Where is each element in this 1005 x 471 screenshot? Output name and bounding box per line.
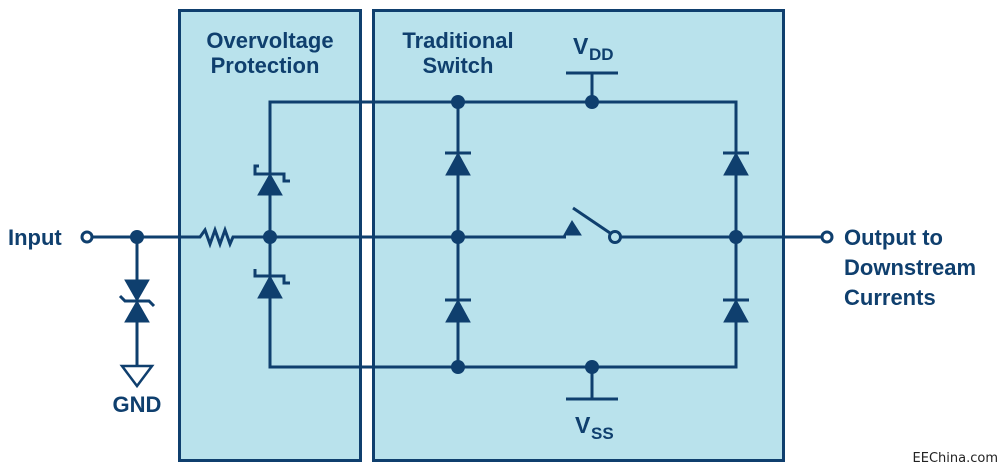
diode-right-upper xyxy=(723,151,749,176)
watermark: EEChina.com xyxy=(913,451,998,466)
switch-pivot xyxy=(608,230,622,244)
ovp-zener-top-bar xyxy=(253,169,290,183)
output-terminal xyxy=(820,230,834,244)
ovp-title-line2: Protection xyxy=(211,53,320,78)
resistor xyxy=(197,225,236,249)
ovp-title-line1: Overvoltage xyxy=(206,28,333,53)
switch-arm xyxy=(572,206,611,235)
vss-label-main: V xyxy=(575,412,591,438)
vss-label-sub: SS xyxy=(591,424,614,443)
diode-right-lower xyxy=(723,298,749,323)
ovp-zener-bottom-bar xyxy=(253,269,290,285)
vdd-label-main: V xyxy=(573,33,589,59)
tvs-diode-lower xyxy=(124,299,150,323)
tvs-diode-upper xyxy=(124,279,150,303)
switch-contact xyxy=(563,220,582,236)
switch-title-line1: Traditional xyxy=(402,28,513,53)
diode-left-lower xyxy=(445,298,471,323)
junction-vdd xyxy=(585,95,599,109)
junction-left-bottom xyxy=(451,360,465,374)
gnd-label: GND xyxy=(113,392,162,417)
junction-input-node xyxy=(130,230,144,244)
diode-left-upper xyxy=(445,151,471,176)
ovp-zener-top xyxy=(257,172,283,196)
junction-vss xyxy=(585,360,599,374)
output-label-line2: Downstream xyxy=(844,255,976,280)
input-terminal xyxy=(80,230,94,244)
junction-left-mid xyxy=(451,230,465,244)
vdd-label-sub: DD xyxy=(589,45,614,64)
ground-icon xyxy=(119,364,155,389)
input-label: Input xyxy=(8,225,62,250)
output-label-line3: Currents xyxy=(844,285,936,310)
junction-right-mid xyxy=(729,230,743,244)
junction-ovp-node xyxy=(263,230,277,244)
output-label-line1: Output to xyxy=(844,225,943,250)
switch-title-line2: Switch xyxy=(423,53,494,78)
junction-left-top xyxy=(451,95,465,109)
ovp-zener-bottom xyxy=(257,274,283,299)
